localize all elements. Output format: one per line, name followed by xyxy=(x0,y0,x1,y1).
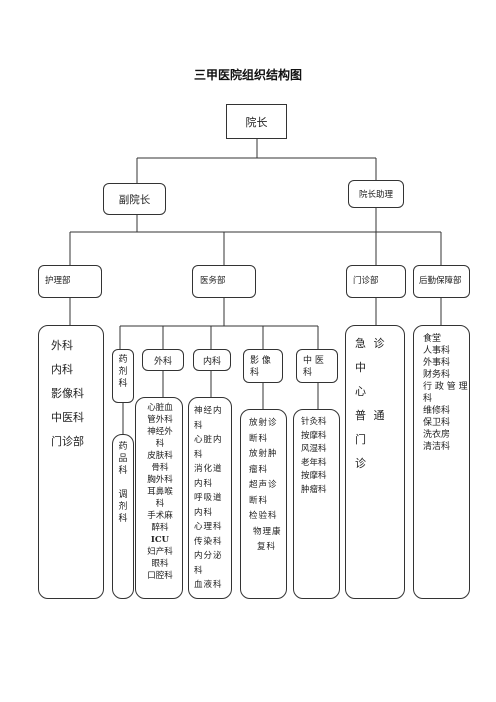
surgery-item: 妇产科 xyxy=(147,547,173,557)
medical-dept-label: 医务部 xyxy=(200,276,226,286)
surgery-item: 口腔科 xyxy=(147,571,173,581)
tcm-body-box: 针灸科 按摩科 风湿科 老年科 按摩科 肿瘤科 xyxy=(293,409,340,599)
nursing-list-box: 外科 内科 影像科 中医科 门诊部 xyxy=(38,325,104,599)
surgery-item: 管外科 xyxy=(147,415,173,425)
internal-item: 神经内 xyxy=(194,406,223,416)
imaging-item: 断科 xyxy=(249,433,269,444)
surgery-header-box: 外科 xyxy=(142,349,184,371)
outpatient-item: 急 诊 中 xyxy=(355,337,387,374)
internal-item: 心脏内 xyxy=(194,435,223,445)
surgery-item: 胸外科 xyxy=(147,475,173,485)
nursing-item: 外科 xyxy=(51,339,73,352)
surgery-item: 骨科 xyxy=(151,463,169,473)
logistics-item: 洗衣房 xyxy=(423,430,451,440)
pharmacy-body-box: 药 品 科 调 剂 科 xyxy=(112,434,134,599)
logistics-item: 维修科 xyxy=(423,406,451,416)
president-box: 院长 xyxy=(226,104,287,139)
internal-item: 心理科 xyxy=(194,522,223,532)
logistics-item: 财务科 xyxy=(423,370,451,380)
internal-item: 呼吸道 xyxy=(194,493,223,503)
internal-header-label: 内科 xyxy=(202,356,221,367)
president-assistant-label: 院长助理 xyxy=(358,190,393,200)
imaging-item: 检验科 xyxy=(249,511,278,521)
tcm-item: 肿瘤科 xyxy=(301,484,327,495)
surgery-item: 神经外 xyxy=(147,427,173,437)
logistics-dept-box: 后勤保障部 xyxy=(413,265,470,298)
pharmacy-header-label: 药 剂 科 xyxy=(118,355,128,389)
nursing-item: 内科 xyxy=(51,363,73,376)
outpatient-item: 心 xyxy=(355,385,368,398)
internal-item: 科 xyxy=(194,420,204,431)
outpatient-dept-label: 门诊部 xyxy=(353,276,379,286)
internal-item: 内科 xyxy=(194,478,214,489)
internal-body-box: 神经内 科 心脏内 科 消化道 内科 呼吸道 内科 心理科 传染科 内分泌 科 … xyxy=(188,397,232,599)
surgery-item: 心脏血 xyxy=(147,403,173,413)
surgery-header-label: 外科 xyxy=(153,356,172,367)
nursing-item: 影像科 xyxy=(51,387,84,400)
tcm-item: 按摩科 xyxy=(301,430,327,441)
imaging-body-box: 放射诊 断科 放射肿 瘤科 超声诊 断科 检验科 物理康 复科 xyxy=(240,409,287,599)
nursing-item: 中医科 xyxy=(51,411,84,424)
internal-item: 血液科 xyxy=(194,580,223,590)
tcm-header-label: 中 医 科 xyxy=(303,356,324,378)
nursing-item: 门诊部 xyxy=(51,435,84,448)
imaging-item: 放射肿 xyxy=(249,449,278,459)
surgery-item: 皮肤科 xyxy=(147,451,173,461)
outpatient-item: 诊 xyxy=(355,457,368,470)
internal-item: 科 xyxy=(194,565,204,576)
imaging-item: 物理康 xyxy=(253,526,282,537)
internal-item: 科 xyxy=(194,449,204,460)
internal-item: 内分泌 xyxy=(194,551,223,561)
imaging-item: 复科 xyxy=(257,542,277,552)
president-assistant-box: 院长助理 xyxy=(348,180,404,208)
imaging-header-box: 影 像 科 xyxy=(243,349,283,383)
imaging-item: 断科 xyxy=(249,495,269,506)
president-label: 院长 xyxy=(245,115,268,129)
medical-dept-box: 医务部 xyxy=(192,265,256,298)
tcm-item: 风湿科 xyxy=(301,444,327,454)
outpatient-item: 普 通 门 xyxy=(355,409,387,446)
imaging-item: 瘤科 xyxy=(249,464,269,475)
internal-header-box: 内科 xyxy=(193,349,231,371)
surgery-item: 科 xyxy=(155,439,165,449)
imaging-item: 放射诊 xyxy=(249,418,278,428)
internal-item: 传染科 xyxy=(194,536,223,547)
tcm-item: 老年科 xyxy=(301,457,327,468)
nursing-dept-box: 护理部 xyxy=(38,265,102,298)
imaging-header-label: 影 像 科 xyxy=(250,356,271,378)
imaging-item: 超声诊 xyxy=(249,480,278,490)
surgery-item: 手术麻 xyxy=(147,511,173,521)
logistics-list-box: 食堂 人事科 外事科 财务科 行 政 管 理 科 维修科 保卫科 洗衣房 清洁科 xyxy=(413,325,470,599)
surgery-item: ICU xyxy=(150,535,170,545)
outpatient-dept-box: 门诊部 xyxy=(346,265,406,298)
surgery-item: 醉科 xyxy=(151,523,169,533)
surgery-item: 眼科 xyxy=(151,559,169,569)
pharmacy-header-box: 药 剂 科 xyxy=(112,349,134,403)
logistics-item: 食堂 xyxy=(423,334,442,344)
tcm-item: 针灸科 xyxy=(301,417,327,427)
logistics-item: 清洁科 xyxy=(423,442,451,452)
tcm-header-box: 中 医 科 xyxy=(296,349,338,383)
internal-item: 内科 xyxy=(194,507,214,518)
logistics-dept-label: 后勤保障部 xyxy=(419,276,462,286)
logistics-item: 保卫科 xyxy=(423,418,451,428)
outpatient-list-box: 急 诊 中 心 普 通 门 诊 xyxy=(345,325,405,599)
surgery-body-box: 心脏血 管外科 神经外 科 皮肤科 骨科 胸外科 耳鼻喉 科 手术麻 醉科 IC… xyxy=(135,397,183,599)
vice-president-label: 副院长 xyxy=(118,193,151,206)
pharmacy-body-label: 药 品 科 调 剂 科 xyxy=(118,442,128,524)
surgery-item: 科 xyxy=(155,499,165,509)
logistics-item: 外事科 xyxy=(423,358,451,368)
chart-title: 三甲医院组织结构图 xyxy=(193,68,302,82)
tcm-item: 按摩科 xyxy=(301,471,327,481)
internal-item: 消化道 xyxy=(194,464,223,474)
logistics-item: 行 政 管 理 xyxy=(423,382,468,392)
logistics-item: 人事科 xyxy=(423,346,451,356)
surgery-item: 耳鼻喉 xyxy=(147,487,173,497)
nursing-dept-label: 护理部 xyxy=(45,276,71,286)
vice-president-box: 副院长 xyxy=(103,183,166,215)
logistics-item: 科 xyxy=(423,394,433,404)
